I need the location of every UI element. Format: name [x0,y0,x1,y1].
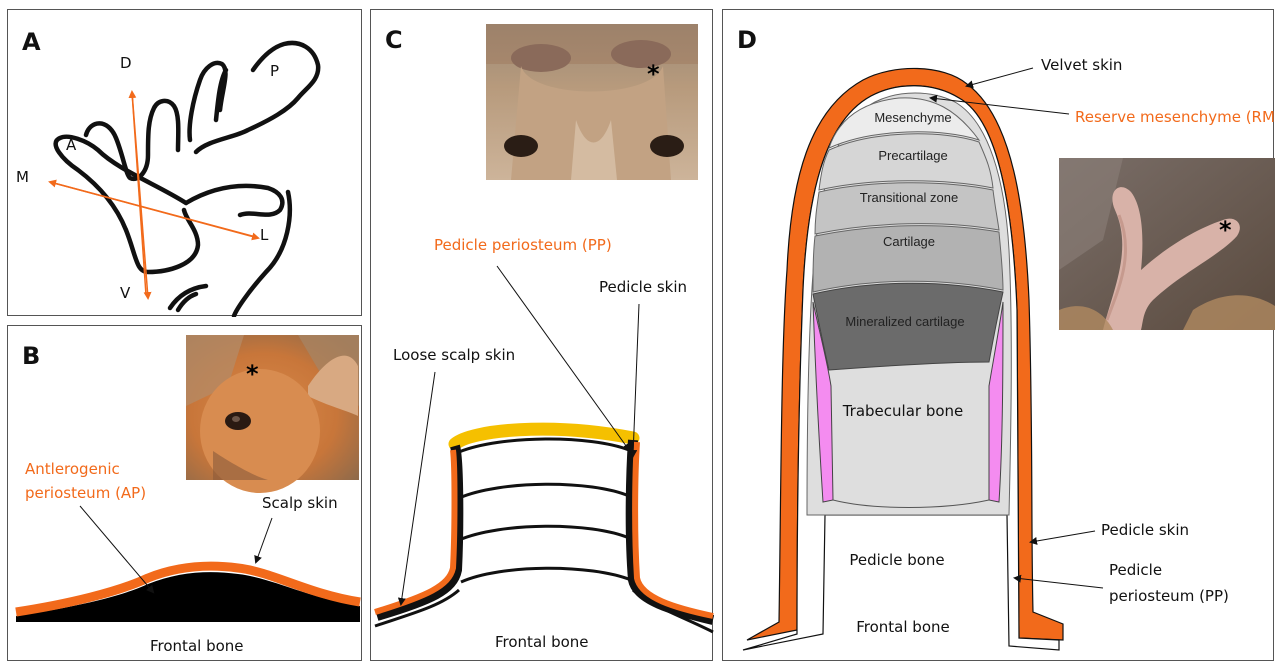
antler-growth-zones-diagram: D * Mesenchyme Precartilage Tr [723,10,1275,662]
pedicle-bone-label: Pedicle bone [849,551,944,569]
pedicle-deer-photo: * [486,24,698,180]
scalp-skin-pointer [256,518,272,562]
young-deer-photo: * [186,335,359,493]
loose-scalp-label: Loose scalp skin [393,346,515,364]
ventral-label: V [120,284,131,302]
zone-label-mesenchyme: Mesenchyme [874,110,951,125]
pedicle-structure [375,429,713,632]
frontal-bone-label-c: Frontal bone [495,633,589,651]
anterior-tine-label: A [66,136,77,154]
trabecular-bone-label: Trabecular bone [842,402,964,420]
zone-label-mineralized: Mineralized cartilage [845,314,964,329]
photo-star-d: * [1219,216,1232,244]
pedicle-left-black [377,446,458,616]
pedicle-diagram: C * Pedicle periosteum ( [371,10,714,662]
panel-letter-c: C [385,26,403,54]
pedicle-skin-label-d: Pedicle skin [1101,521,1189,539]
antler-outline [56,43,319,316]
panel-letter-d: D [737,26,757,54]
medial-label: M [16,168,29,186]
antler-orientation-diagram: A D V M L A P [8,10,363,317]
frontal-bone-b [16,572,360,622]
zone-label-precartilage: Precartilage [878,148,947,163]
pedicle-right-skin [635,442,713,616]
pedicle-skin-label-c: Pedicle skin [599,278,687,296]
panel-b: B * Antlerogenic periosteum (AP) Scalp s… [7,325,362,661]
panel-a: A D V M L A P [7,9,362,316]
ap-pointer [80,506,153,592]
pp-label-d-line1: Pedicle [1109,561,1162,579]
pp-label-c: Pedicle periosteum (PP) [434,236,612,254]
lateral-label: L [260,226,269,244]
velvet-skin-label: Velvet skin [1041,56,1122,74]
panel-d: D * Mesenchyme Precartilage Tr [722,9,1274,661]
antlerogenic-periosteum-diagram: B * Antlerogenic periosteum (AP) Scalp s… [8,326,363,662]
pedicle-skin-pointer-d [1031,531,1095,542]
panel-letter-b: B [22,342,40,370]
lateral-arrow [50,182,258,238]
scalp-skin-label-b: Scalp skin [262,494,338,512]
loose-scalp-pointer [401,372,435,604]
velvet-skin-pointer [967,68,1033,86]
velvet-antler-photo: * [1059,158,1275,330]
photo-star-c: * [647,60,660,88]
panel-letter-a: A [22,28,41,56]
pp-label-d-line2: periosteum (PP) [1109,587,1229,605]
zone-label-transitional: Transitional zone [860,190,959,205]
frontal-bone-label-b: Frontal bone [150,637,244,655]
photo-star-b: * [246,360,259,388]
dorsal-label: D [120,54,132,72]
zone-label-cartilage: Cartilage [883,234,935,249]
ap-label-line2: periosteum (AP) [25,484,146,502]
ap-label-line1: Antlerogenic [25,460,120,478]
posterior-tine-label: P [270,62,279,80]
reserve-mesenchyme-label: Reserve mesenchyme (RM) [1075,108,1275,126]
pedicle-cap [455,429,633,444]
panel-c: C * Pedicle periosteum ( [370,9,713,661]
frontal-bone-label-d: Frontal bone [856,618,950,636]
